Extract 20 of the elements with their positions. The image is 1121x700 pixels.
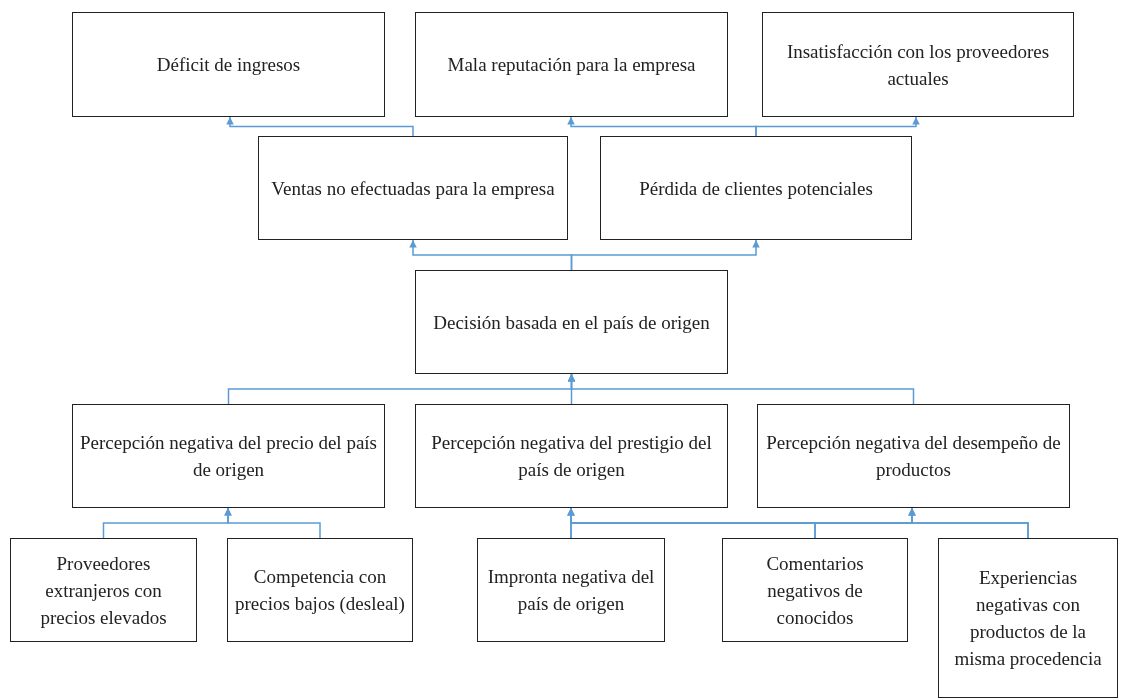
- text-box: Impronta negativa del país de origen: [477, 538, 665, 642]
- arrow: [570, 239, 760, 271]
- text-box: Ventas no efectuadas para la empresa: [258, 136, 568, 240]
- text-box: Déficit de ingresos: [72, 12, 385, 117]
- text-box: Competencia con precios bajos (desleal): [227, 538, 413, 642]
- text-box: Mala reputación para la empresa: [415, 12, 728, 117]
- text-box: Percepción negativa del precio del país de origen: [72, 404, 385, 508]
- arrow: [908, 507, 1029, 539]
- text-box: Decisión basada en el país de origen: [415, 270, 728, 374]
- arrow: [567, 373, 915, 405]
- text-box: Insatisfacción con los proveedores actuales: [762, 12, 1074, 117]
- arrow: [755, 116, 920, 137]
- text-box: Percepción negativa del desempeño de productos: [757, 404, 1070, 508]
- text-box: Percepción negativa del prestigio del país de origen: [415, 404, 728, 508]
- text-box: Pérdida de clientes potenciales: [600, 136, 912, 240]
- text-box: Proveedores extranjeros con precios elevados: [10, 538, 197, 642]
- text-box: Experiencias negativas con productos de la misma procedencia: [938, 538, 1118, 698]
- text-box: Comentarios negativos de conocidos: [722, 538, 908, 642]
- arrow: [224, 507, 321, 539]
- arrow: [226, 116, 414, 137]
